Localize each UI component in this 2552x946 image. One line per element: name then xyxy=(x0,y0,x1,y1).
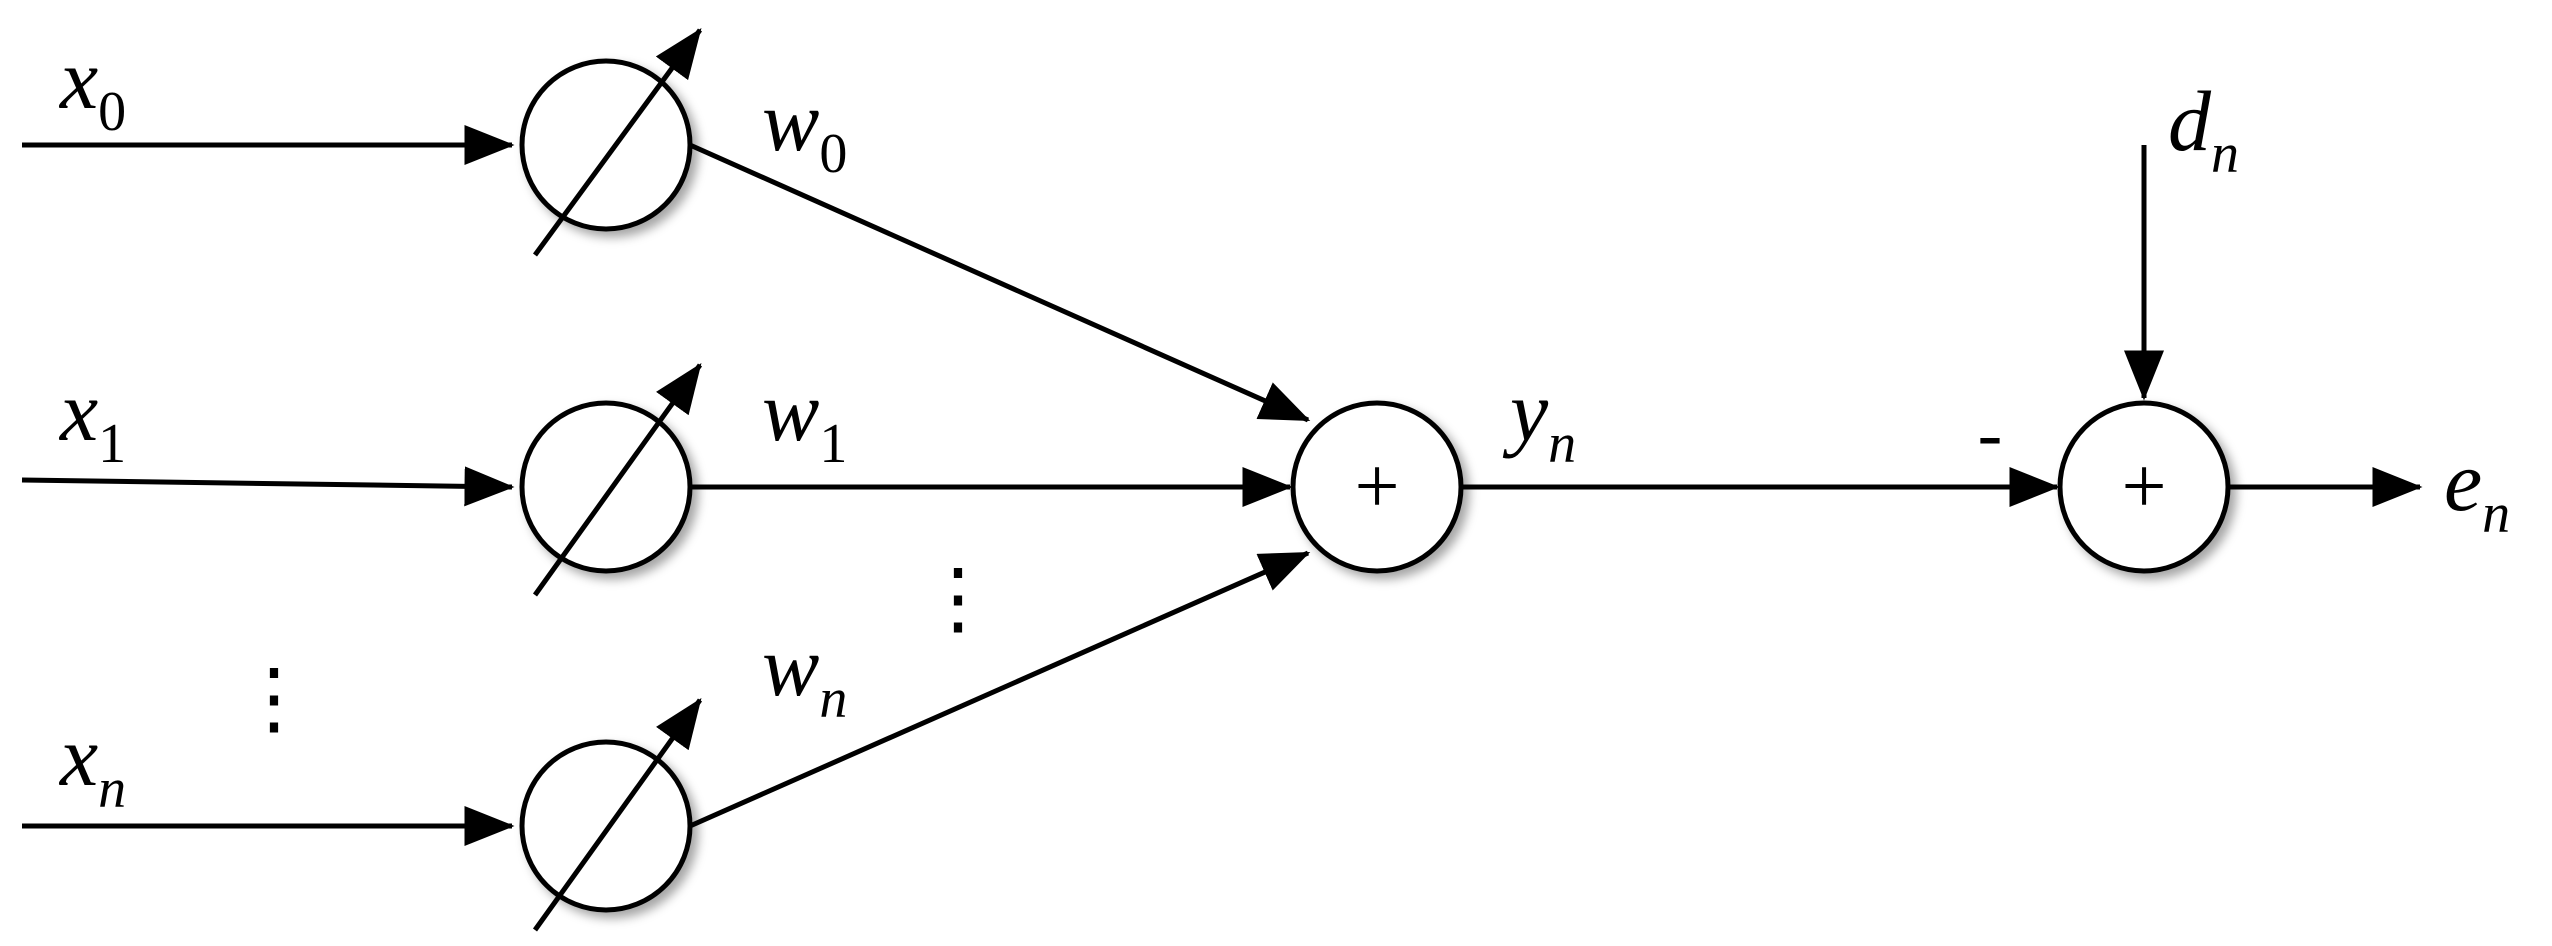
summing-junction-sign: + xyxy=(1354,443,1399,531)
weight-node-w0 xyxy=(519,27,703,257)
input-label-x1: x1 xyxy=(58,363,126,475)
weight-label-w1: w1 xyxy=(762,363,847,475)
ellipsis-inputs: ⋮ xyxy=(234,655,314,743)
weight-label-wn: wn xyxy=(762,618,847,730)
adjustable-arrow-icon xyxy=(532,362,703,597)
weighted-line-w0 xyxy=(688,142,1311,423)
minus-sign: - xyxy=(1978,393,2003,475)
input-label-x0: x0 xyxy=(58,31,126,143)
weighted-line-wn xyxy=(688,550,1311,829)
error-summing-junction: + xyxy=(2057,400,2231,574)
error-summing-junction-sign: + xyxy=(2121,443,2166,531)
input-label-xn: xn xyxy=(58,708,126,820)
output-label-yn: yn xyxy=(1502,363,1576,475)
weight-node-w1 xyxy=(519,362,703,597)
input-line-x1 xyxy=(21,466,515,507)
ellipsis-weights: ⋮ xyxy=(918,555,998,643)
weight-label-w0: w0 xyxy=(762,73,847,185)
error-label-en: en xyxy=(2444,433,2510,545)
summing-junction: + xyxy=(1290,400,1464,574)
adjustable-arrow-icon xyxy=(532,697,703,932)
desired-label-dn: dn xyxy=(2168,73,2239,185)
adjustable-arrow-icon xyxy=(532,27,703,257)
weight-node-wn xyxy=(519,697,703,932)
